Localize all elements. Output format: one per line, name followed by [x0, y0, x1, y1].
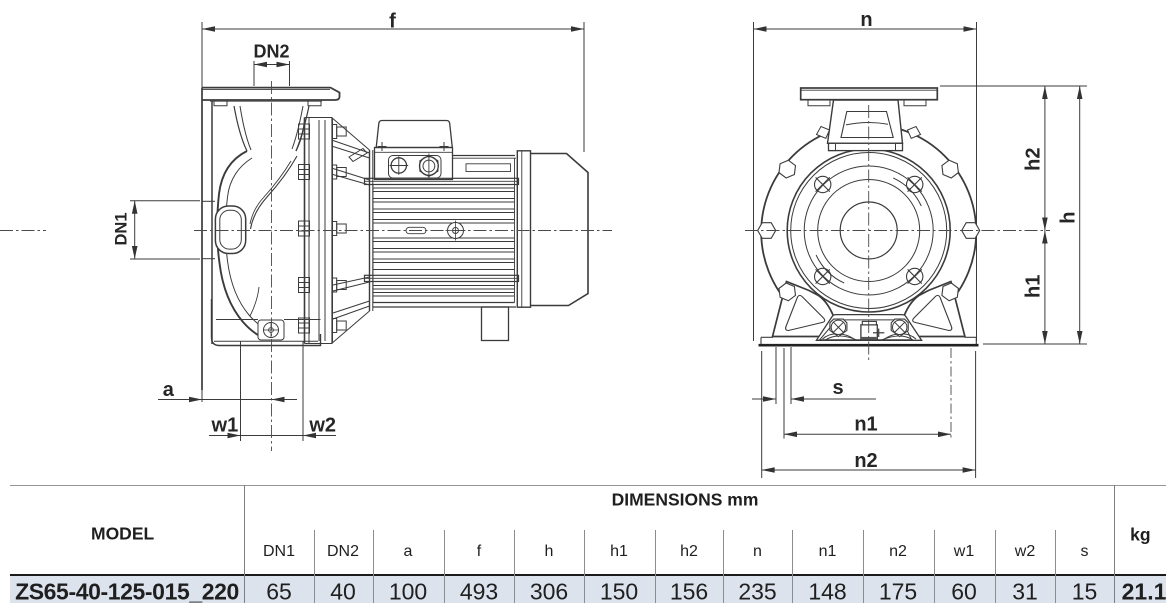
svg-text:f: f: [389, 11, 396, 33]
svg-text:n1: n1: [854, 414, 877, 436]
svg-text:h: h: [1058, 211, 1080, 223]
svg-text:h1: h1: [1023, 275, 1045, 298]
svg-text:n: n: [860, 9, 872, 31]
svg-text:s: s: [832, 377, 843, 399]
svg-text:w2: w2: [308, 415, 336, 437]
svg-text:DN2: DN2: [253, 42, 289, 62]
svg-text:n2: n2: [854, 450, 877, 472]
svg-text:w1: w1: [211, 415, 239, 437]
svg-text:a: a: [163, 379, 175, 401]
svg-text:DN1: DN1: [113, 212, 131, 245]
svg-text:h2: h2: [1023, 148, 1045, 171]
